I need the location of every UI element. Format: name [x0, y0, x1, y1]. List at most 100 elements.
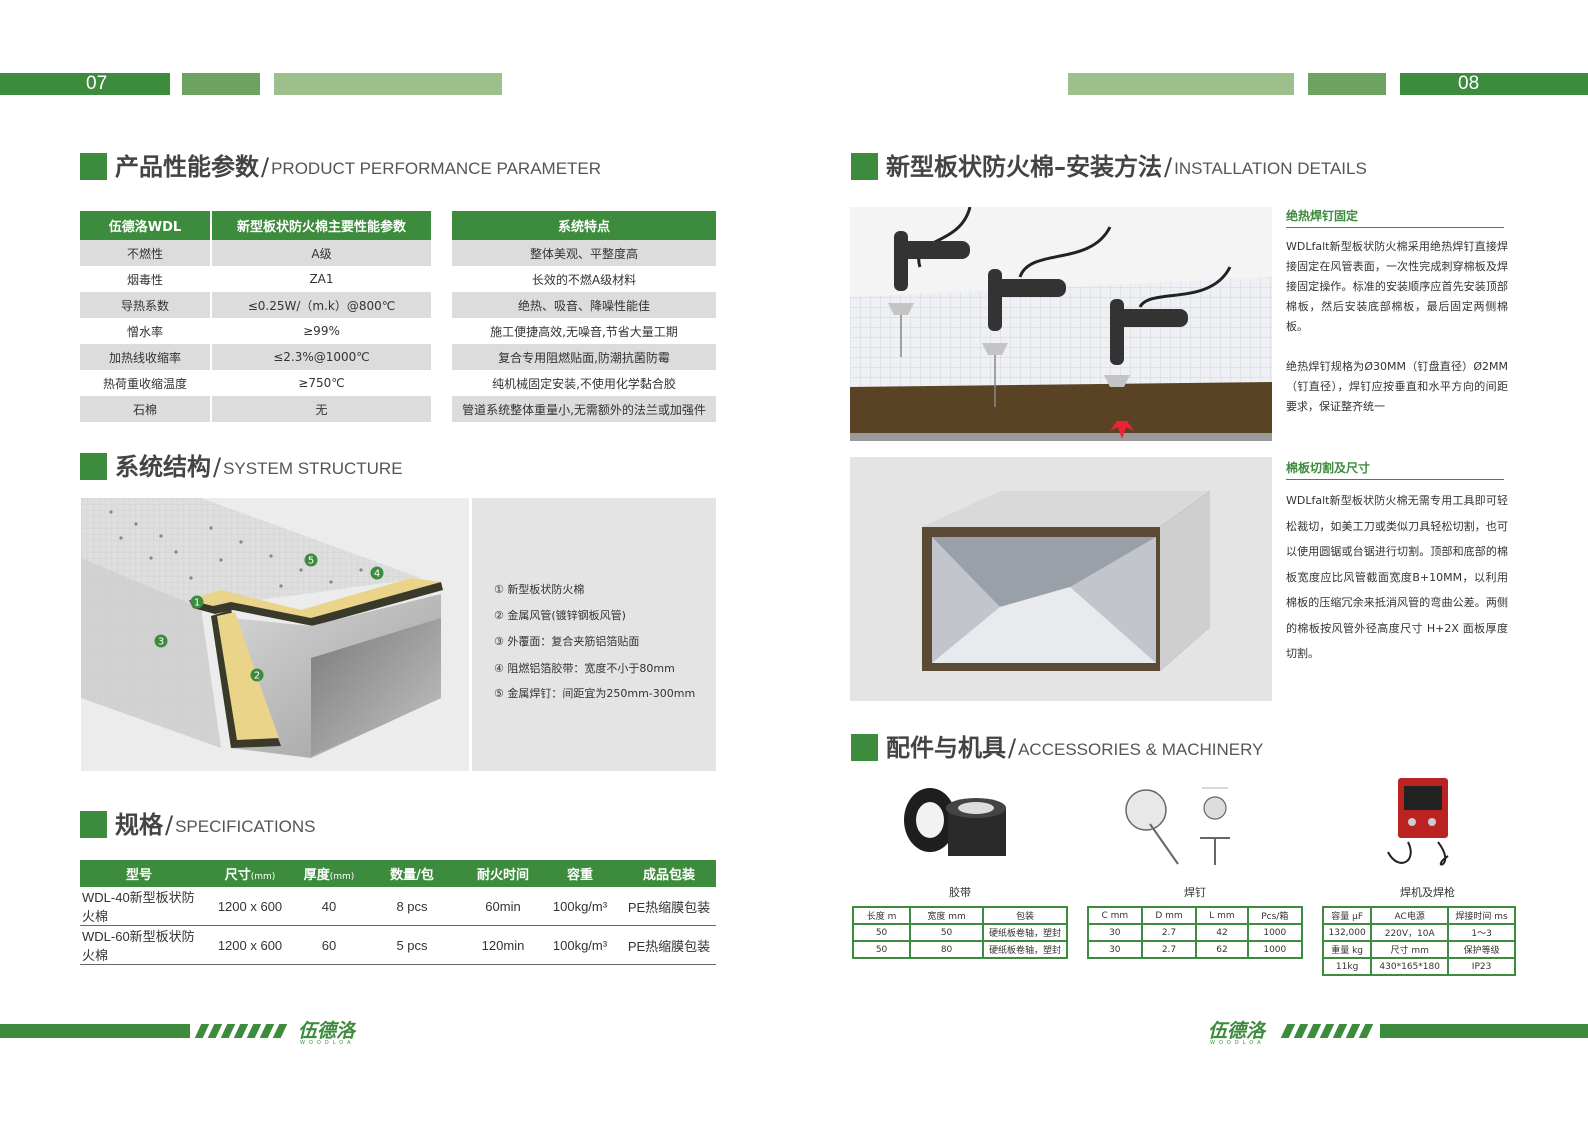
install-subtitle-welding: 绝热焊钉固定	[1286, 207, 1504, 228]
spec-header: 厚度(mm)	[302, 860, 356, 887]
marker-5: 5	[304, 552, 318, 571]
param-value: ≥99%	[210, 318, 431, 344]
table-header: 系统特点	[452, 211, 716, 240]
legend-item: ③ 外覆面：复合夹筋铝箔贴面	[494, 635, 640, 648]
legend-item: ⑤ 金属焊钉：间距宜为250mm-300mm	[494, 687, 696, 700]
marker-1: 1	[190, 594, 204, 613]
param-name: 不燃性	[80, 240, 210, 266]
table-row: WDL-60新型板状防火棉 1200 x 600 60 5 pcs 120min…	[80, 926, 716, 965]
section-heading-specifications: 规格 / SPECIFICATIONS	[80, 808, 316, 840]
page-header-bar-right: 08	[1400, 73, 1588, 95]
spec-header: 型号	[80, 860, 198, 887]
heading-cn: 配件与机具	[886, 734, 1006, 762]
heading-en: SYSTEM STRUCTURE	[223, 459, 403, 478]
feature-item: 管道系统整体重量小,无需额外的法兰或加强件	[452, 396, 716, 422]
feature-item: 纯机械固定安装,不使用化学黏合胶	[452, 370, 716, 396]
brand-logo-left: 伍德洛	[298, 1020, 356, 1042]
duct-structure-diagram: 1 2 3 4 5	[81, 498, 469, 771]
duct-illustration	[81, 498, 469, 771]
install-text-pin-spec: 绝热焊钉规格为Ø30MM（钉盘直径）Ø2MM（钉直径），焊钉应按垂直和水平方向的…	[1286, 360, 1508, 413]
heading-square-icon	[80, 452, 107, 480]
legend-item: ② 金属风管(镀锌钢板风管)	[494, 609, 626, 622]
header-bar-segment	[274, 73, 502, 95]
svg-text:1: 1	[194, 598, 200, 609]
footer-stripes-right	[1280, 1024, 1374, 1038]
param-value: ≤0.25W/（m.k）@800℃	[210, 292, 431, 318]
heading-cn: 产品性能参数	[115, 153, 259, 181]
feature-item: 施工便捷高效,无噪音,节省大量工期	[452, 318, 716, 344]
header-bar-segment	[182, 73, 260, 95]
heading-cn: 规格	[115, 811, 163, 839]
install-subtitle-cutting: 棉板切割及尺寸	[1286, 459, 1504, 480]
marker-4: 4	[370, 565, 384, 584]
duct-cutting-photo	[850, 457, 1272, 701]
marker-2: 2	[250, 667, 264, 686]
param-value: A级	[210, 240, 431, 266]
param-value: 无	[210, 396, 431, 422]
page-number-right: 08	[1458, 73, 1480, 94]
spec-header: 耐火时间	[468, 860, 538, 887]
welder-label: 焊机及焊枪	[1400, 886, 1455, 899]
page-header-bar-left: 07	[0, 73, 170, 95]
section-heading-performance: 产品性能参数 / PRODUCT PERFORMANCE PARAMETER	[80, 150, 601, 182]
table-row: WDL-40新型板状防火棉 1200 x 600 40 8 pcs 60min …	[80, 887, 716, 926]
svg-text:3: 3	[158, 637, 164, 648]
heading-slash: /	[1164, 153, 1173, 181]
param-name: 热荷重收缩温度	[80, 370, 210, 396]
heading-cn: 系统结构	[115, 453, 211, 481]
heading-slash: /	[261, 153, 270, 181]
header-bar-segment	[1308, 73, 1386, 95]
pin-label: 焊钉	[1184, 886, 1206, 899]
svg-text:5: 5	[308, 556, 314, 567]
heading-cn: 新型板状防火棉–安装方法	[886, 153, 1162, 181]
heading-en: PRODUCT PERFORMANCE PARAMETER	[271, 159, 602, 178]
heading-slash: /	[213, 453, 222, 481]
feature-item: 整体美观、平整度高	[452, 240, 716, 266]
legend-item: ④ 阻燃铝箔胶带：宽度不小于80mm	[494, 662, 675, 675]
section-heading-accessories: 配件与机具 / ACCESSORIES & MACHINERY	[851, 731, 1263, 763]
param-value: ≤2.3%@1000℃	[210, 344, 431, 370]
feature-item: 复合专用阻燃贴面,防潮抗菌防霉	[452, 344, 716, 370]
heading-square-icon	[80, 810, 107, 838]
table-header: 新型板状防火棉主要性能参数	[210, 211, 431, 240]
spec-header: 数量/包	[356, 860, 468, 887]
welder-machine-image	[1378, 772, 1463, 872]
feature-item: 长效的不燃A级材料	[452, 266, 716, 292]
table-header: 伍德洛WDL	[80, 211, 210, 240]
heading-square-icon	[80, 152, 107, 180]
footer-bar-right	[1380, 1024, 1588, 1038]
spec-header: 尺寸(mm)	[198, 860, 302, 887]
heading-square-icon	[851, 152, 878, 180]
install-text-welding: WDLfalt新型板状防火棉采用绝热焊钉直接焊接固定在风管表面，一次性完成刺穿棉…	[1286, 240, 1508, 333]
param-value: ≥750℃	[210, 370, 431, 396]
tape-roll-image	[900, 780, 1015, 860]
param-value: ZA1	[210, 266, 431, 292]
features-table: 系统特点 整体美观、平整度高 长效的不燃A级材料 绝热、吸音、降噪性能佳 施工便…	[452, 211, 716, 422]
footer-bar-left	[0, 1024, 190, 1038]
heading-en: ACCESSORIES & MACHINERY	[1018, 740, 1264, 759]
heading-slash: /	[165, 811, 174, 839]
marker-3: 3	[154, 633, 168, 652]
tape-label: 胶带	[949, 886, 971, 899]
brand-logo-sub-left: WOODLOA	[300, 1040, 355, 1046]
svg-text:4: 4	[374, 569, 380, 580]
param-name: 加热线收缩率	[80, 344, 210, 370]
weld-pin-image	[1120, 780, 1250, 870]
section-heading-installation: 新型板状防火棉–安装方法 / INSTALLATION DETAILS	[851, 150, 1367, 182]
legend-item: ① 新型板状防火棉	[494, 583, 585, 596]
feature-item: 绝热、吸音、降噪性能佳	[452, 292, 716, 318]
header-bar-segment	[1068, 73, 1294, 95]
param-name: 烟毒性	[80, 266, 210, 292]
heading-en: INSTALLATION DETAILS	[1174, 159, 1367, 178]
footer-stripes-left	[194, 1024, 288, 1038]
brand-logo-right: 伍德洛	[1208, 1020, 1266, 1042]
svg-text:2: 2	[254, 671, 260, 682]
param-name: 石棉	[80, 396, 210, 422]
install-text-cutting: WDLfalt新型板状防火棉无需专用工具即可轻松裁切，如美工刀或类似刀具轻松切割…	[1286, 494, 1508, 660]
page-number-left: 07	[86, 73, 108, 94]
spec-header: 容重	[538, 860, 622, 887]
heading-en: SPECIFICATIONS	[175, 817, 316, 836]
